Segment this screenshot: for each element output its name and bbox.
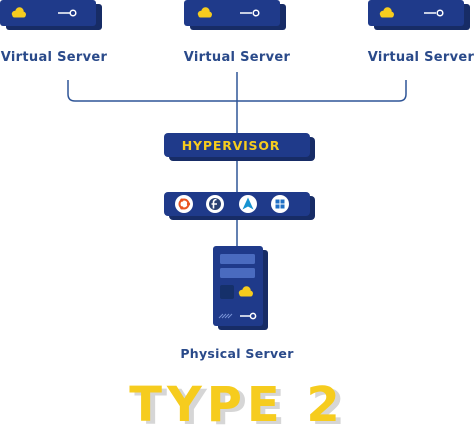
hypervisor-bar (164, 133, 315, 161)
windows-icon (271, 195, 289, 213)
connector-lines (67, 72, 407, 246)
virtual-server-3-label: Virtual Server (367, 50, 474, 65)
fedora-icon (206, 195, 224, 213)
type-title-text: TYPE 2 (129, 377, 345, 433)
arch-linux-icon (239, 195, 257, 213)
type-title-shadow: TYPE 2 (134, 380, 350, 436)
os-icons-bar (164, 192, 315, 220)
hypervisor-label: HYPERVISOR (181, 138, 281, 153)
virtual-server-1 (0, 0, 102, 30)
ubuntu-icon (175, 195, 193, 213)
virtual-server-2 (184, 0, 286, 30)
virtual-server-2-label: Virtual Server (183, 50, 291, 65)
virtual-server-1-label: Virtual Server (0, 50, 108, 65)
physical-server-label: Physical Server (180, 346, 294, 361)
type-title: TYPE 2 TYPE 2 (0, 377, 474, 436)
virtual-server-3 (368, 0, 470, 30)
physical-server (213, 246, 268, 330)
